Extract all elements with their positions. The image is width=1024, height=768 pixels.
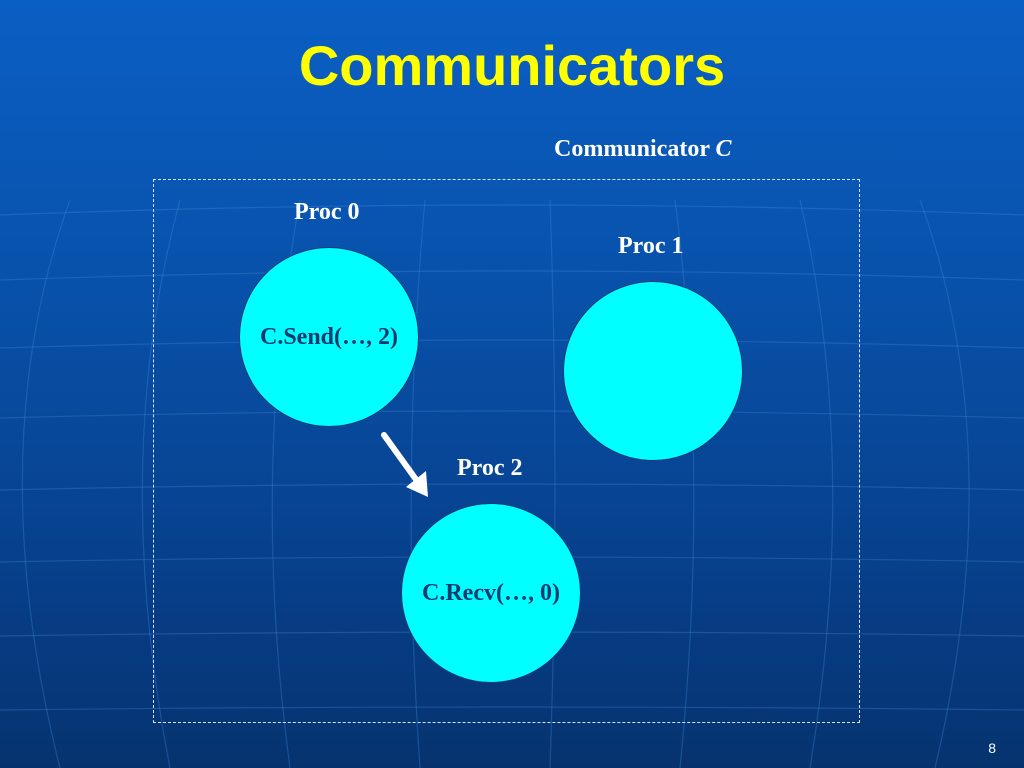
page-number: 8 — [988, 740, 996, 756]
communicator-boundary — [153, 179, 860, 723]
message-arrow — [381, 432, 428, 497]
proc-2-call: C.Recv(…, 0) — [422, 579, 560, 606]
proc-0-label: Proc 0 — [294, 199, 360, 225]
proc-0-call: C.Send(…, 2) — [259, 323, 398, 350]
proc-0-circle: C.Send(…, 2) — [239, 247, 419, 427]
slide-title: Communicators — [298, 34, 726, 97]
proc-2-circle: C.Recv(…, 0) — [401, 503, 581, 683]
communicator-label-text: Communicator — [554, 136, 716, 162]
proc-1-label: Proc 1 — [618, 233, 684, 259]
proc-2-label: Proc 2 — [457, 455, 523, 481]
communicator-name: C — [715, 136, 732, 162]
communicator-label: Communicator C — [554, 136, 732, 163]
proc-1-circle — [563, 281, 743, 461]
